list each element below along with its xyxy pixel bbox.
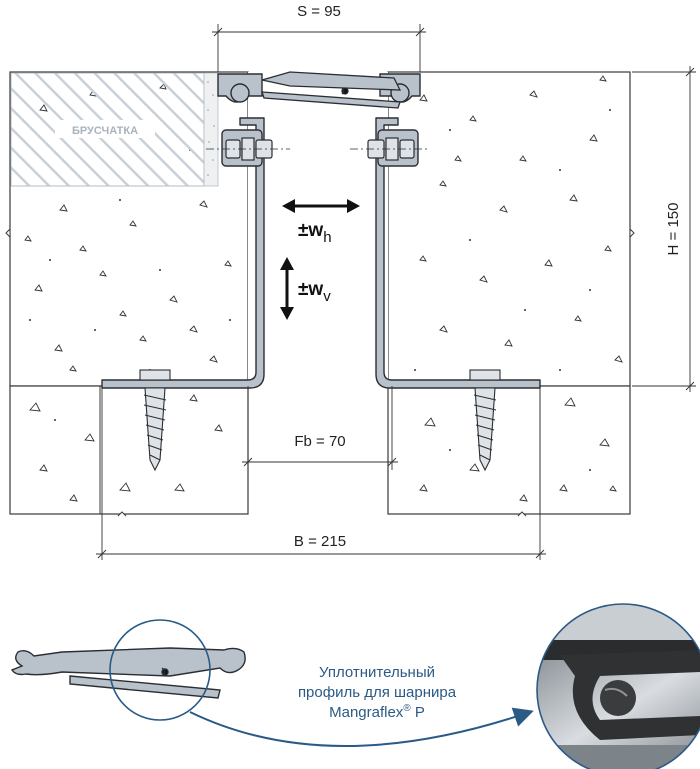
magnifier-circle [109,619,211,721]
seal-profile-detail [10,647,246,699]
fb-dimension-label: Fb = 70 [294,433,345,450]
photo-closeup [537,604,700,769]
concrete-aggregate [24,75,623,502]
b-dimension-label: B = 215 [294,533,346,550]
horizontal-movement-arrow [282,199,360,213]
caption-line2: профиль для шарнира [298,684,457,701]
top-rails [217,73,421,103]
caption-suffix: P [411,704,425,721]
concrete-lower-left [9,385,249,515]
left-anchor-screw [139,369,171,472]
concrete-lower-right [387,385,631,515]
dim-b [96,388,546,560]
right-bolt-assembly [350,137,428,161]
caption-registered: ® [403,703,411,714]
vertical-movement-arrow [280,257,294,320]
photo-frame [536,603,700,769]
s-dimension-label: S = 95 [297,3,341,20]
caption-line1: Уплотнительный [319,664,435,681]
dim-s [212,24,426,72]
seal-profile [261,71,402,109]
caption: Уплотнительный профиль для шарнира Mangr… [298,664,457,721]
wh-sub: h [323,229,331,246]
dim-fb [242,386,398,470]
wv-label: ±wv [298,279,331,305]
concrete-upper-right [387,71,631,387]
dim-h [632,66,696,392]
wh-label: ±wh [298,220,332,246]
caption-brand: Mangraflex [329,704,404,721]
wh-main: ±w [298,220,323,241]
paving-block: БРУСЧАТКА [10,72,219,187]
detail-arrow [189,707,534,747]
break-marks [5,227,635,517]
caption-line3: Mangraflex® P [329,703,425,721]
h-dimension-label: H = 150 [665,203,682,256]
right-anchor-screw [469,369,501,472]
joint-gap [248,72,388,386]
wv-main: ±w [298,279,323,300]
paving-label: БРУСЧАТКА [72,125,138,137]
wv-sub: v [323,288,331,305]
left-bolt-assembly [206,137,290,161]
